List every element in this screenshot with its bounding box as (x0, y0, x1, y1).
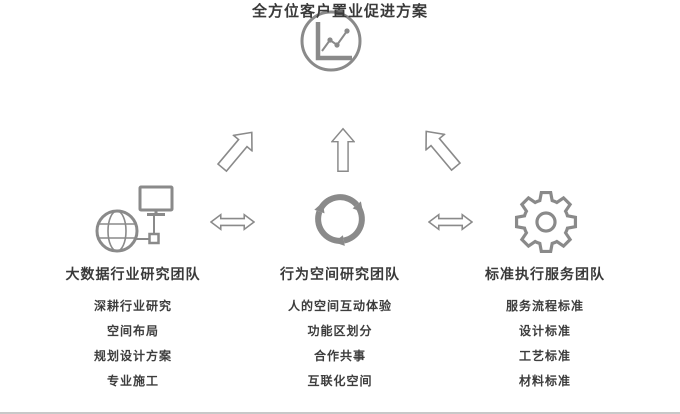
team-column-behavior-space: 行为空间研究团队 人的空间互动体验 功能区划分 合作共事 互联化空间 (240, 264, 440, 400)
diagram-title: 全方位客户置业促进方案 (251, 3, 428, 20)
team-item: 设计标准 (518, 324, 571, 338)
team-name: 标准执行服务团队 (485, 266, 605, 282)
team-item: 规划设计方案 (93, 349, 172, 363)
horizontal-double-arrow-icon (210, 213, 255, 231)
horizontal-double-arrow-icon (428, 213, 473, 231)
team-column-bigdata: 大数据行业研究团队 深耕行业研究 空间布局 规划设计方案 专业施工 (33, 264, 233, 400)
up-arrow-icon (331, 127, 355, 173)
team-item: 功能区划分 (307, 324, 373, 338)
team-item: 服务流程标准 (505, 299, 584, 313)
team-item-list: 服务流程标准 设计标准 工艺标准 材料标准 (445, 300, 645, 388)
team-name: 行为空间研究团队 (280, 266, 400, 282)
team-item-list: 人的空间互动体验 功能区划分 合作共事 互联化空间 (240, 300, 440, 388)
team-column-standards: 标准执行服务团队 服务流程标准 设计标准 工艺标准 材料标准 (445, 264, 645, 400)
recycle-arrows-icon (305, 184, 375, 254)
team-item: 人的空间互动体验 (287, 299, 392, 313)
team-name: 大数据行业研究团队 (65, 266, 201, 282)
up-left-arrow-icon (416, 122, 467, 175)
team-item-list: 深耕行业研究 空间布局 规划设计方案 专业施工 (33, 300, 233, 388)
up-right-arrow-icon (212, 123, 263, 176)
team-item: 专业施工 (106, 374, 159, 388)
team-item: 工艺标准 (518, 349, 571, 363)
line-chart-circle-icon (299, 9, 363, 73)
team-item: 材料标准 (518, 374, 571, 388)
team-item: 合作共事 (313, 349, 366, 363)
globe-monitor-network-icon (92, 184, 178, 258)
team-item: 互联化空间 (307, 374, 373, 388)
team-item: 深耕行业研究 (93, 299, 172, 313)
team-item: 空间布局 (106, 324, 159, 338)
gear-icon (512, 188, 580, 256)
